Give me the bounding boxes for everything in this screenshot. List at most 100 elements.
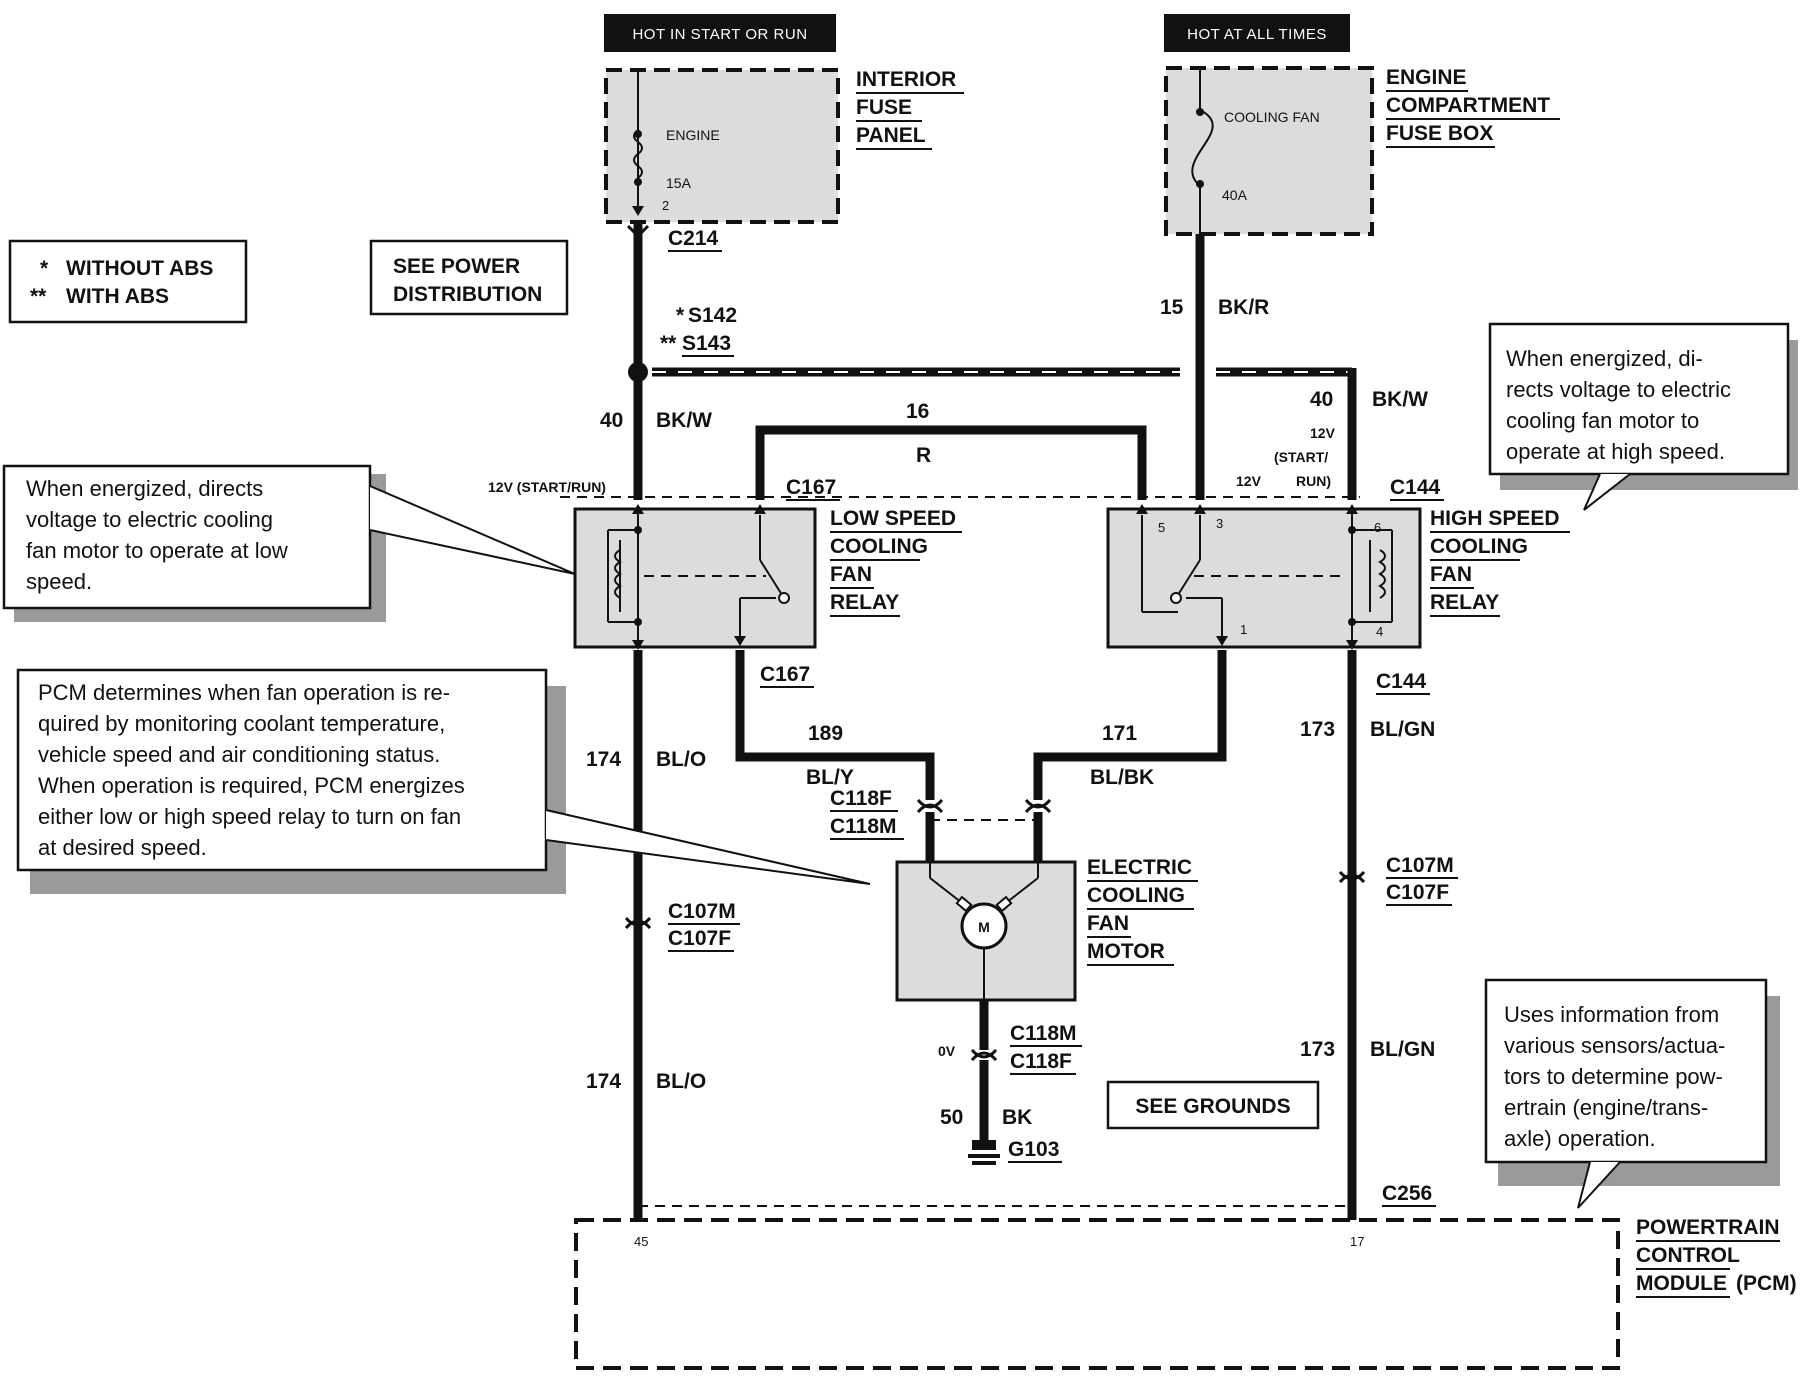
w173-upper-circuit: 173: [1300, 718, 1335, 741]
w50-circuit: 50: [940, 1106, 963, 1129]
note-low-relay-1: When energized, directs: [26, 476, 263, 501]
v0-label: 0V: [938, 1043, 956, 1059]
note-pcm-module-1: Uses information from: [1504, 1002, 1719, 1027]
pcm-name-3: MODULE: [1636, 1272, 1727, 1295]
note-pcm-logic-2: quired by monitoring coolant temperature…: [38, 711, 445, 736]
label-c144-bottom: C144: [1376, 670, 1427, 693]
engine-fuse-box-name-3: FUSE BOX: [1386, 122, 1493, 145]
note-pcm-module-3: tors to determine pow-: [1504, 1064, 1723, 1089]
w174-upper-circuit: 174: [586, 748, 621, 771]
label-c214: C214: [668, 227, 719, 250]
note-pcm-logic-4: When operation is required, PCM energize…: [38, 773, 465, 798]
w189-color: BL/Y: [806, 766, 854, 789]
w15-circuit: 15: [1160, 296, 1184, 319]
high-speed-cooling-fan-relay: 5 3 6 1 4 HIGH SPEED COOLING FAN RELAY: [1106, 504, 1570, 650]
fan-motor-name-1: ELECTRIC: [1087, 856, 1192, 879]
w40-right-circuit: 40: [1310, 388, 1333, 411]
high-relay-pin-5: 5: [1158, 520, 1165, 535]
w174-lower-circuit: 174: [586, 1070, 621, 1093]
label-c167-bottom: C167: [760, 663, 810, 686]
low-relay-name-2: COOLING: [830, 535, 928, 558]
pcm-pin-45: 45: [634, 1234, 648, 1249]
header-hot-all-times-text: HOT AT ALL TIMES: [1187, 26, 1327, 43]
electric-cooling-fan-motor: M ELECTRIC COOLING FAN MOTOR: [895, 856, 1198, 1002]
w40-left-color: BK/W: [656, 409, 712, 432]
w173-lower-color: BL/GN: [1370, 1038, 1435, 1061]
voltage-labels: 12V (START/RUN) 12V 12V (START/ RUN) 0V: [488, 425, 1336, 1059]
label-c118m-lower: C118M: [1010, 1022, 1077, 1045]
note-pcm-logic-1: PCM determines when fan operation is re-: [38, 680, 450, 705]
high-relay-pin-3: 3: [1216, 516, 1223, 531]
note-high-relay-1: When energized, di-: [1506, 346, 1703, 371]
see-power-line-2: DISTRIBUTION: [393, 283, 542, 306]
engine-fuse-box-name-1: ENGINE: [1386, 66, 1467, 89]
v12-start-run-left: 12V (START/RUN): [488, 479, 606, 495]
fan-motor-name-4: MOTOR: [1087, 940, 1165, 963]
interior-fuse-panel-name-3: PANEL: [856, 124, 926, 147]
see-grounds-ref: SEE GROUNDS: [1106, 1080, 1320, 1130]
start-label: (START/: [1274, 449, 1328, 465]
interior-fuse-pin: 2: [662, 198, 669, 213]
wire-labels: 15 BK/R 40 BK/W 40 BK/W 16 R 174 BL/O 17…: [586, 296, 1435, 1129]
note-pcm-logic-3: vehicle speed and air conditioning statu…: [38, 742, 440, 767]
high-relay-name-2: COOLING: [1430, 535, 1528, 558]
label-c107m-right: C107M: [1386, 854, 1454, 877]
legend-text-2: WITH ABS: [66, 285, 169, 308]
abs-legend: * WITHOUT ABS ** WITH ABS: [8, 239, 248, 324]
label-c107f-right: C107F: [1386, 881, 1449, 904]
run-label: RUN): [1296, 473, 1331, 489]
w40-right-color: BK/W: [1372, 388, 1428, 411]
w173-lower-circuit: 173: [1300, 1038, 1335, 1061]
high-relay-pin-4: 4: [1376, 624, 1383, 639]
w40-left-circuit: 40: [600, 409, 623, 432]
note-low-relay: When energized, directs voltage to elect…: [2, 464, 576, 622]
w15-color: BK/R: [1218, 296, 1269, 319]
label-s142-mark: *: [676, 304, 685, 327]
pcm-pin-17: 17: [1350, 1234, 1364, 1249]
note-high-relay-4: operate at high speed.: [1506, 439, 1725, 464]
engine-fuse-rating: 40A: [1222, 187, 1248, 203]
w171-color: BL/BK: [1090, 766, 1154, 789]
label-c144-top: C144: [1390, 476, 1441, 499]
high-relay-pin-6: 6: [1374, 520, 1381, 535]
low-speed-cooling-fan-relay: LOW SPEED COOLING FAN RELAY: [573, 504, 962, 650]
interior-fuse-panel: ENGINE 15A 2 INTERIOR FUSE PANEL: [604, 68, 964, 224]
w173-upper-color: BL/GN: [1370, 718, 1435, 741]
see-power-distribution-ref: SEE POWER DISTRIBUTION: [369, 239, 569, 316]
low-relay-name-4: RELAY: [830, 591, 899, 614]
note-low-relay-4: speed.: [26, 569, 92, 594]
engine-compartment-fuse-box: COOLING FAN 40A ENGINE COMPARTMENT FUSE …: [1164, 66, 1560, 236]
note-pcm-module-5: axle) operation.: [1504, 1126, 1656, 1151]
note-pcm-logic-5: either low or high speed relay to turn o…: [38, 804, 461, 829]
w50-color: BK: [1002, 1106, 1032, 1129]
w16-circuit: 16: [906, 400, 929, 423]
w174-lower-color: BL/O: [656, 1070, 706, 1093]
legend-text-1: WITHOUT ABS: [66, 257, 213, 280]
v12-right-b: 12V: [1310, 425, 1336, 441]
low-relay-name-3: FAN: [830, 563, 872, 586]
note-high-relay-2: rects voltage to electric: [1506, 377, 1731, 402]
connector-labels: C214 * S142 ** S143 C167 C144 C167 C144 …: [660, 227, 1458, 1207]
v12-right-a: 12V: [1236, 473, 1262, 489]
interior-fuse-panel-name-1: INTERIOR: [856, 68, 956, 91]
powertrain-control-module: 45 17 POWERTRAIN CONTROL MODULE (PCM): [574, 1216, 1797, 1370]
see-power-line-1: SEE POWER: [393, 255, 520, 278]
note-pcm-logic: PCM determines when fan operation is re-…: [16, 668, 871, 894]
label-s142: S142: [688, 304, 737, 327]
note-pcm-logic-6: at desired speed.: [38, 835, 207, 860]
legend-mark-2: **: [30, 285, 47, 308]
label-c118f-lower: C118F: [1010, 1050, 1072, 1073]
w174-upper-color: BL/O: [656, 748, 706, 771]
pcm-name-2: CONTROL: [1636, 1244, 1740, 1267]
wiring: [560, 222, 1366, 1222]
label-s143: S143: [682, 332, 731, 355]
legend-mark-1: *: [40, 257, 49, 280]
label-c118f-upper: C118F: [830, 787, 892, 810]
w16-color: R: [916, 444, 931, 467]
note-high-relay: When energized, di- rects voltage to ele…: [1488, 322, 1798, 511]
label-g103: G103: [1008, 1138, 1059, 1161]
note-pcm-module-2: various sensors/actua-: [1504, 1033, 1725, 1058]
pcm-name-1: POWERTRAIN: [1636, 1216, 1780, 1239]
label-c107m-left: C107M: [668, 900, 736, 923]
